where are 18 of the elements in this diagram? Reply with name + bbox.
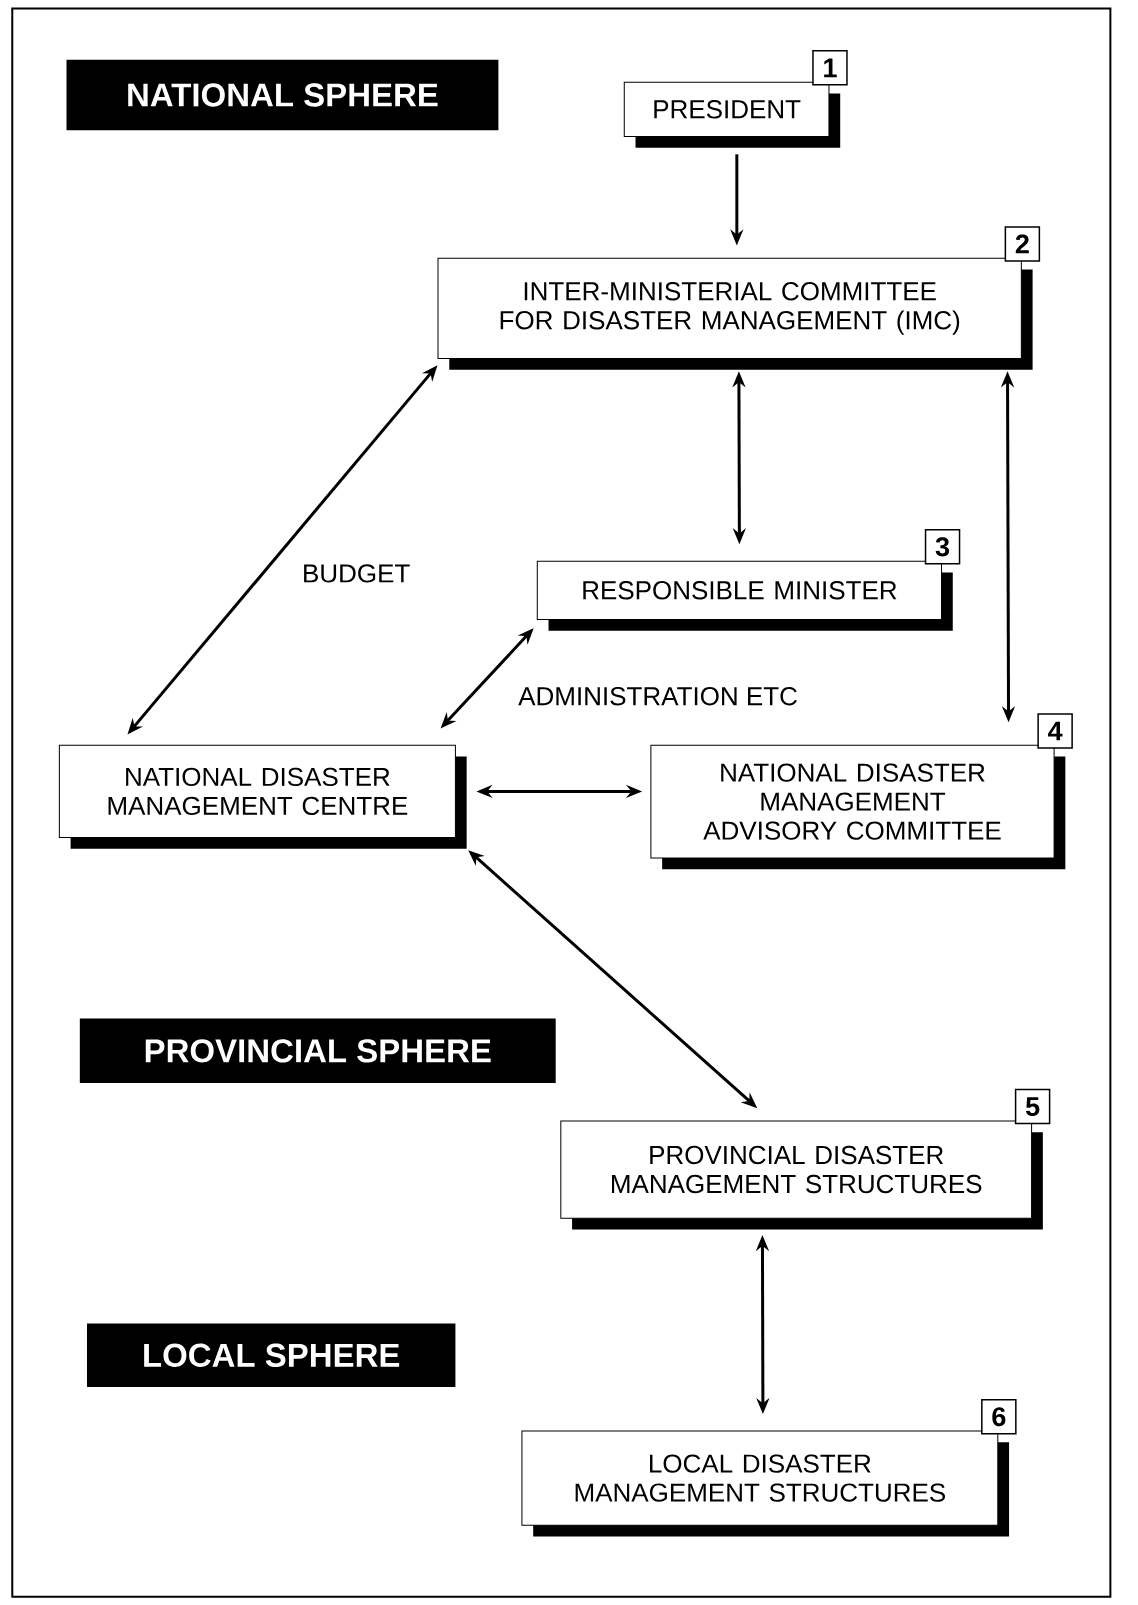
node-label: 2	[1015, 234, 1029, 254]
sphere-band: NATIONAL SPHERE	[66, 59, 499, 131]
org-box: RESPONSIBLE MINISTER 3	[536, 529, 961, 631]
org-box: NATIONAL DISASTER MANAGEMENT ADVISORY COMMITTEE 4	[650, 713, 1073, 870]
sphere-band: LOCAL SPHERE	[87, 1323, 456, 1387]
org-box: LOCAL DISASTER MANAGEMENT STRUCTURES 6	[521, 1398, 1017, 1537]
org-box: INTER-MINISTERIAL COMMITTEE FOR DISASTER MANAGEMENT (IMC) 2	[437, 226, 1041, 370]
org-box: NATIONAL DISASTER MANAGEMENT CENTRE	[58, 744, 467, 849]
node-label: 6	[992, 1407, 1006, 1427]
org-box: PRESIDENT 1	[623, 50, 848, 148]
node-label: 5	[1025, 1097, 1040, 1117]
node-label: 1	[824, 58, 837, 78]
sphere-band: PROVINCIAL SPHERE	[79, 1018, 556, 1084]
edge-label: BUDGET	[299, 562, 413, 585]
org-box: PROVINCIAL DISASTER MANAGEMENT STRUCTURES 5	[560, 1088, 1051, 1230]
node-label: 3	[935, 537, 950, 557]
edge-label: ADMINISTRATION ETC	[516, 685, 800, 708]
node-label: 4	[1048, 721, 1063, 741]
